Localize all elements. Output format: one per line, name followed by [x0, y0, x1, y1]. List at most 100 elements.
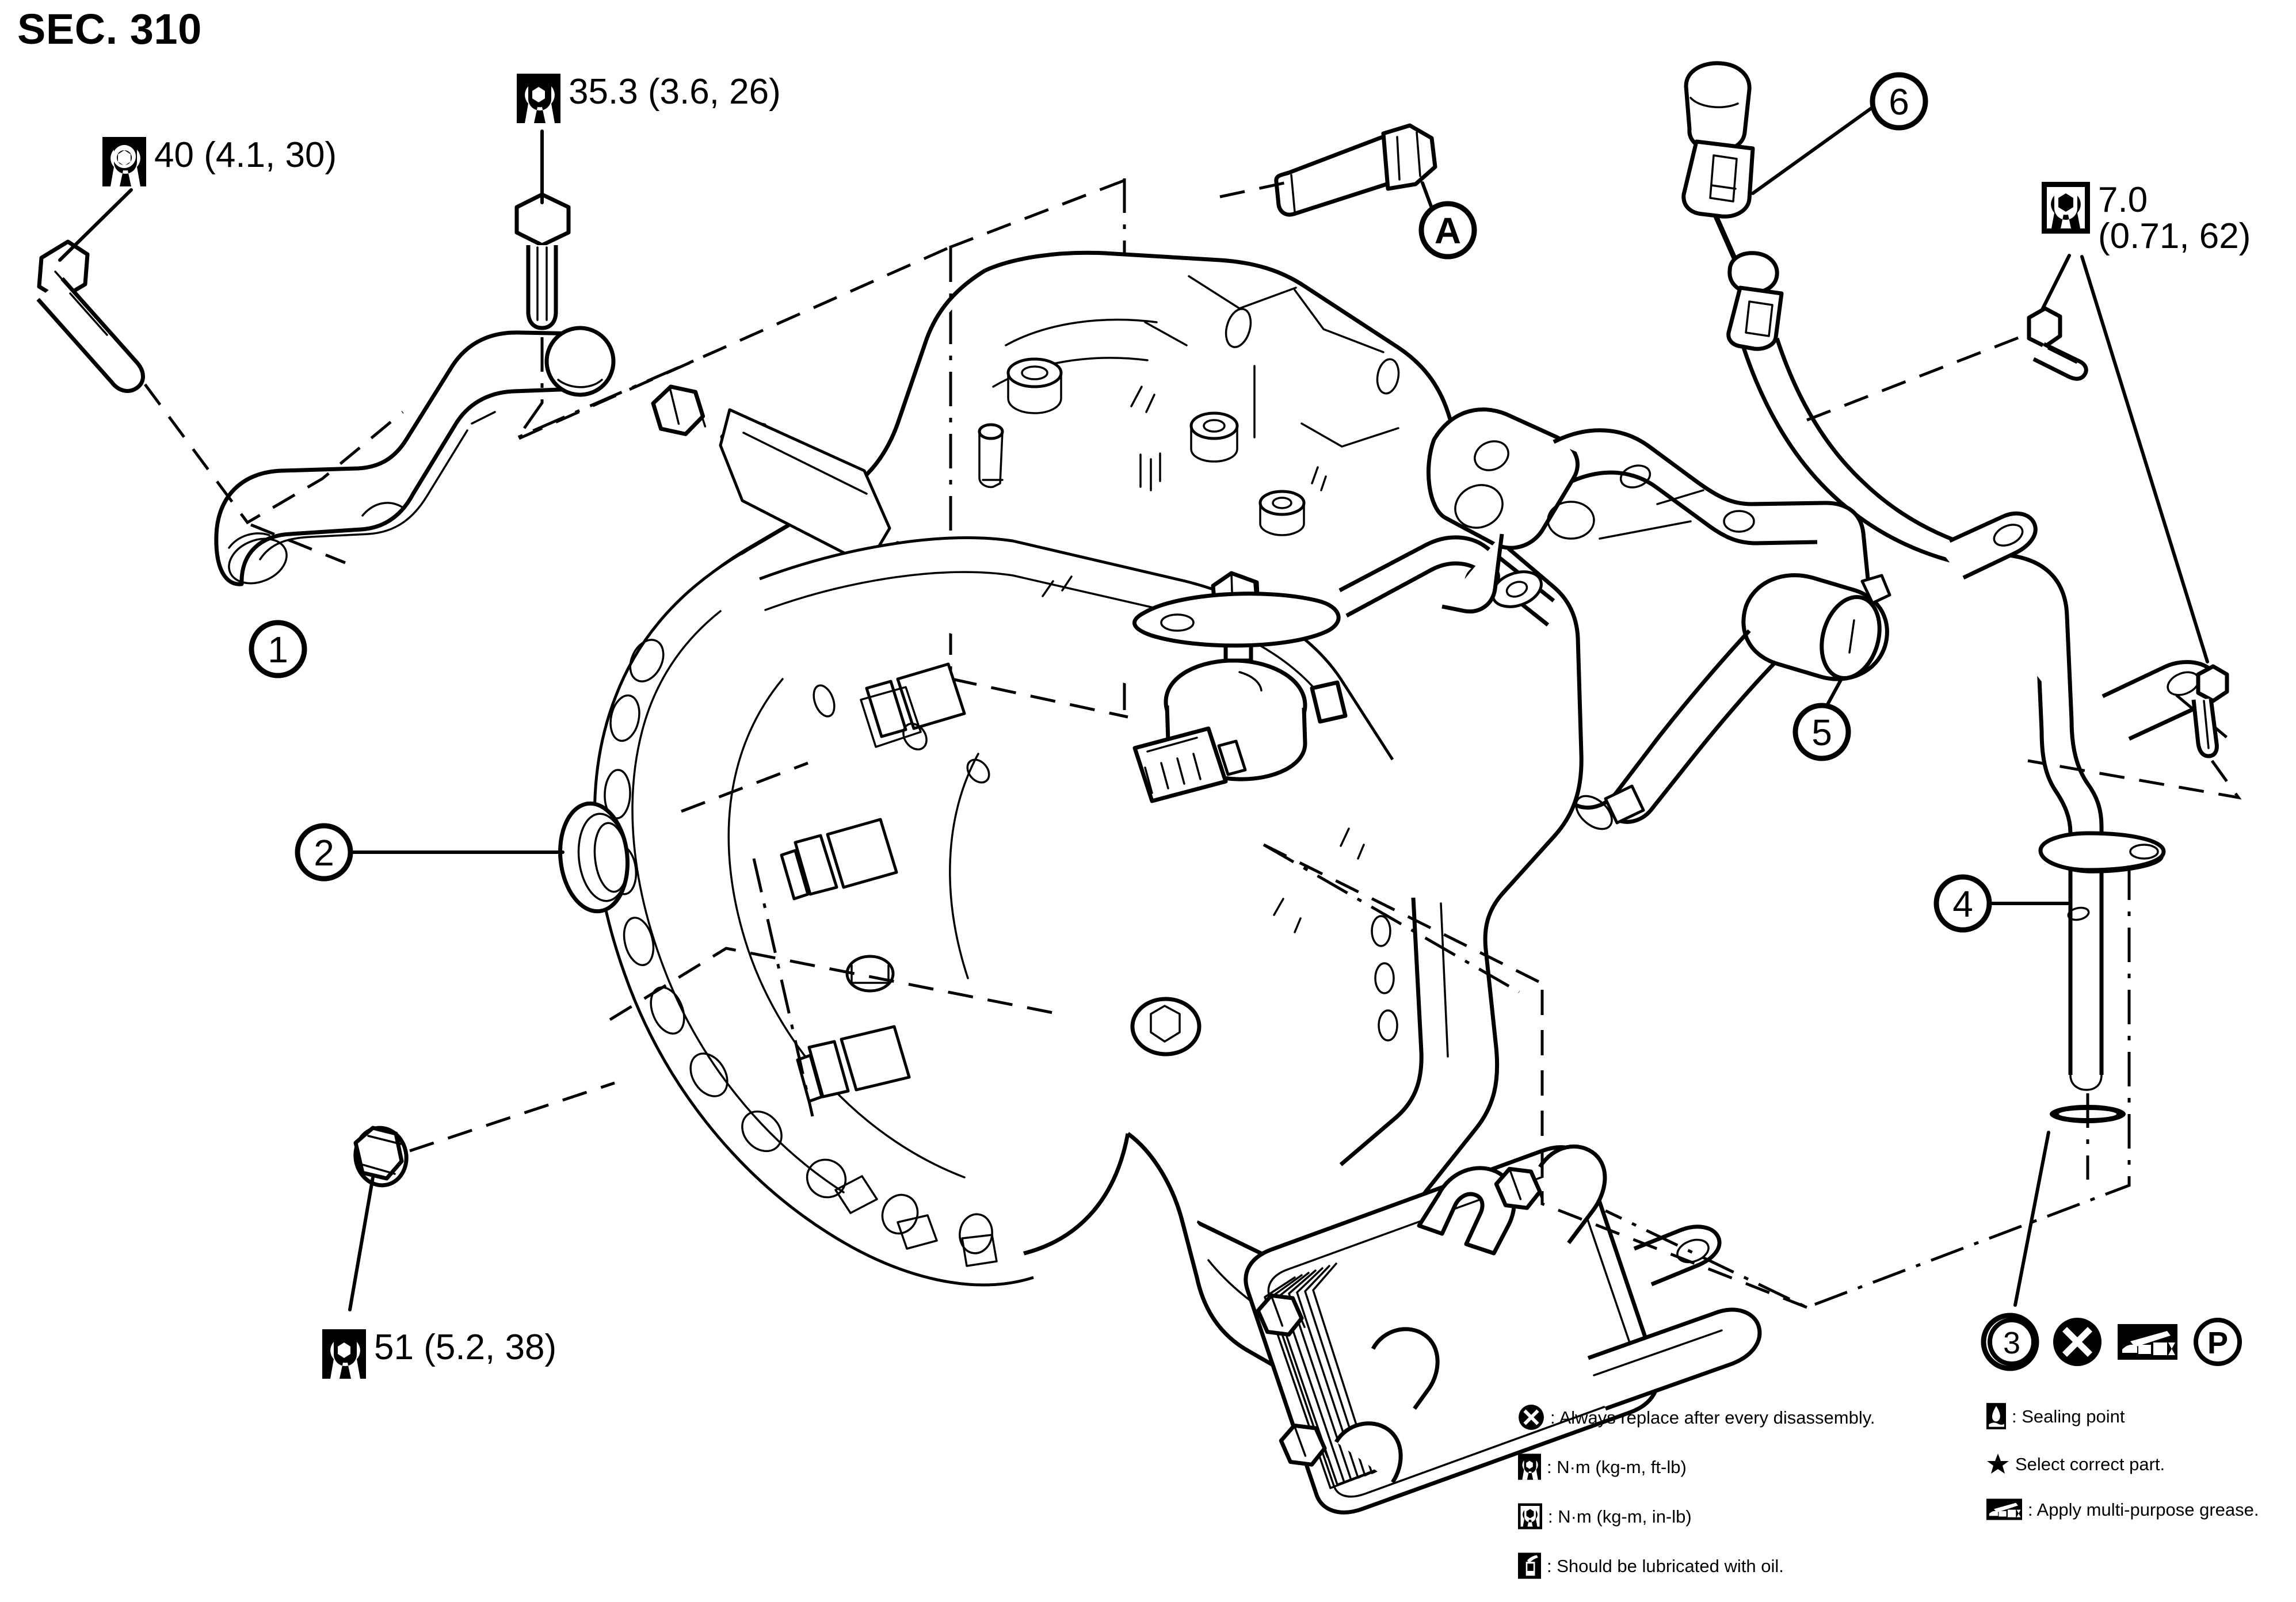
assembly-axis-1 [143, 383, 404, 525]
grease-icon [1986, 1498, 2022, 1520]
legend-left-column: : Always replace after every disassembly… [1518, 1404, 1875, 1602]
legend-row-grease: : Apply multi-purpose grease. [1986, 1498, 2259, 1520]
park-neutral-position-switch [1132, 571, 1348, 803]
hidden-line-vert-3 [752, 858, 814, 1117]
torque-spec-51: 51 (5.2, 38) [322, 1329, 556, 1379]
assembly-axis-A [1219, 181, 1285, 199]
legend-row-ftlb: : N·m (kg-m, ft-lb) [1518, 1454, 1875, 1480]
wrench-ftlb-icon [102, 137, 146, 186]
callout-label: 1 [268, 629, 288, 670]
torque-spec-40: 40 (4.1, 30) [102, 137, 337, 186]
callout-label: 5 [1811, 712, 1832, 753]
leader-40nm [58, 188, 133, 262]
hidden-line-right [1263, 843, 1520, 994]
legend-row-sealing: : Sealing point [1986, 1403, 2259, 1429]
legend-text-ftlb: : N·m (kg-m, ft-lb) [1547, 1456, 1687, 1477]
legend-text-always-replace: : Always replace after every disassembly… [1550, 1407, 1875, 1428]
drain-plug-lower-left [353, 1126, 409, 1188]
wrench-ftlb-icon [517, 74, 560, 123]
bottom-symbol-row: 3 P [1986, 1317, 2243, 1367]
leader-3 [2013, 1131, 2050, 1307]
callout-3-circle: 3 [1988, 1318, 2036, 1366]
always-replace-icon [1519, 1405, 1544, 1430]
torque-value-40: 40 (4.1, 30) [154, 135, 337, 175]
oil-pipe-and-bracket [1427, 407, 1891, 830]
input-shaft-oil-seal [558, 801, 630, 914]
assembly-axis-drain [409, 1081, 615, 1153]
legend-text-grease: : Apply multi-purpose grease. [2028, 1499, 2259, 1520]
hidden-line-mid [951, 677, 1128, 719]
callout-circle [1792, 703, 1851, 761]
legend-right-column: : Sealing point Select correct part. : A… [1986, 1403, 2259, 1543]
callout-label: A [1435, 210, 1461, 251]
case-bosses [978, 308, 1400, 653]
leader-5 [1826, 677, 1843, 706]
legend-text-select-part: Select correct part. [2015, 1454, 2165, 1474]
cooler-bolts [1256, 1166, 1544, 1467]
bolt-upper-left [36, 239, 145, 393]
engine-mount-bracket-part1 [214, 326, 616, 586]
assembly-axis-rb1 [1806, 335, 2020, 422]
torque-value-70: 7.0 (0.71, 62) [2098, 180, 2251, 257]
callout-5: 5 [1792, 703, 1851, 761]
bolt-right-upper [2027, 306, 2088, 381]
callout-2: 2 [295, 823, 353, 882]
leader-51nm [348, 1176, 375, 1311]
callout-circle [1933, 874, 1992, 933]
star-icon [1987, 1454, 2009, 1474]
breather-hose-assembly [1681, 61, 2074, 731]
callout-circle [1870, 72, 1928, 131]
callout-4: 4 [1933, 874, 1992, 933]
bolt-upper-middle [514, 192, 571, 330]
leader-70-a [2040, 254, 2071, 312]
bolt-flange-A [1274, 123, 1437, 217]
legend-text-inlb: : N·m (kg-m, in-lb) [1548, 1506, 1692, 1527]
legend-text-sealing: : Sealing point [2012, 1406, 2125, 1426]
parking-letter: P [2207, 1326, 2228, 1360]
legend-row-select-part: Select correct part. [1986, 1452, 2259, 1475]
always-replace-icon [2053, 1318, 2102, 1366]
hidden-line-left [609, 947, 1054, 1021]
callout-1: 1 [249, 620, 307, 678]
assembly-axis-1b [250, 523, 346, 564]
torque-spec-70: 7.0 (0.71, 62) [2042, 182, 2251, 254]
case-pad-bolts [780, 662, 966, 1103]
legend-row-always-replace: : Always replace after every disassembly… [1518, 1404, 1875, 1431]
hidden-line-right-2 [1263, 843, 1549, 988]
callout-6: 6 [1870, 72, 1928, 131]
oil-pipe-plug [1741, 573, 1891, 681]
hidden-box-right-2 [1542, 1202, 1807, 1309]
sealing-point-icon [1986, 1403, 2006, 1429]
hidden-line-top [949, 178, 1127, 249]
hidden-line-tab [2175, 694, 2234, 743]
hidden-box-right [1604, 865, 2131, 1309]
callout-label: 4 [1952, 883, 1973, 925]
callout-3-label: 3 [2003, 1326, 2020, 1360]
leader-6 [1751, 106, 1873, 195]
callout-circle [1418, 201, 1477, 260]
page-title: SEC. 310 [17, 5, 202, 53]
callout-label: 2 [314, 832, 334, 874]
legend-row-oil: : Should be lubricated with oil. [1518, 1553, 1875, 1579]
callout-circle [249, 620, 307, 678]
legend-text-oil: : Should be lubricated with oil. [1547, 1555, 1784, 1576]
automatic-transaxle-case [346, 250, 1584, 1455]
callout-circle [295, 823, 353, 882]
transmission-oil-cooler [1244, 1145, 1762, 1515]
parking-icon: P [2194, 1318, 2242, 1366]
assembly-axis-rb2 [2027, 759, 2242, 800]
grease-icon [2118, 1324, 2177, 1360]
wrench-inlb-icon [2042, 182, 2090, 234]
leader-70-b [2080, 255, 2209, 663]
hidden-line-diag [681, 761, 808, 813]
wrench-inlb-icon [1518, 1503, 1542, 1529]
wrench-ftlb-icon [322, 1329, 366, 1379]
wrench-ftlb-icon [1518, 1454, 1541, 1480]
callout-a: A [1418, 201, 1477, 260]
torque-value-353: 35.3 (3.6, 26) [569, 72, 781, 112]
drain-plug [1130, 997, 1202, 1056]
bolt-right-lower [2191, 664, 2229, 758]
oil-can-icon [1518, 1553, 1541, 1579]
